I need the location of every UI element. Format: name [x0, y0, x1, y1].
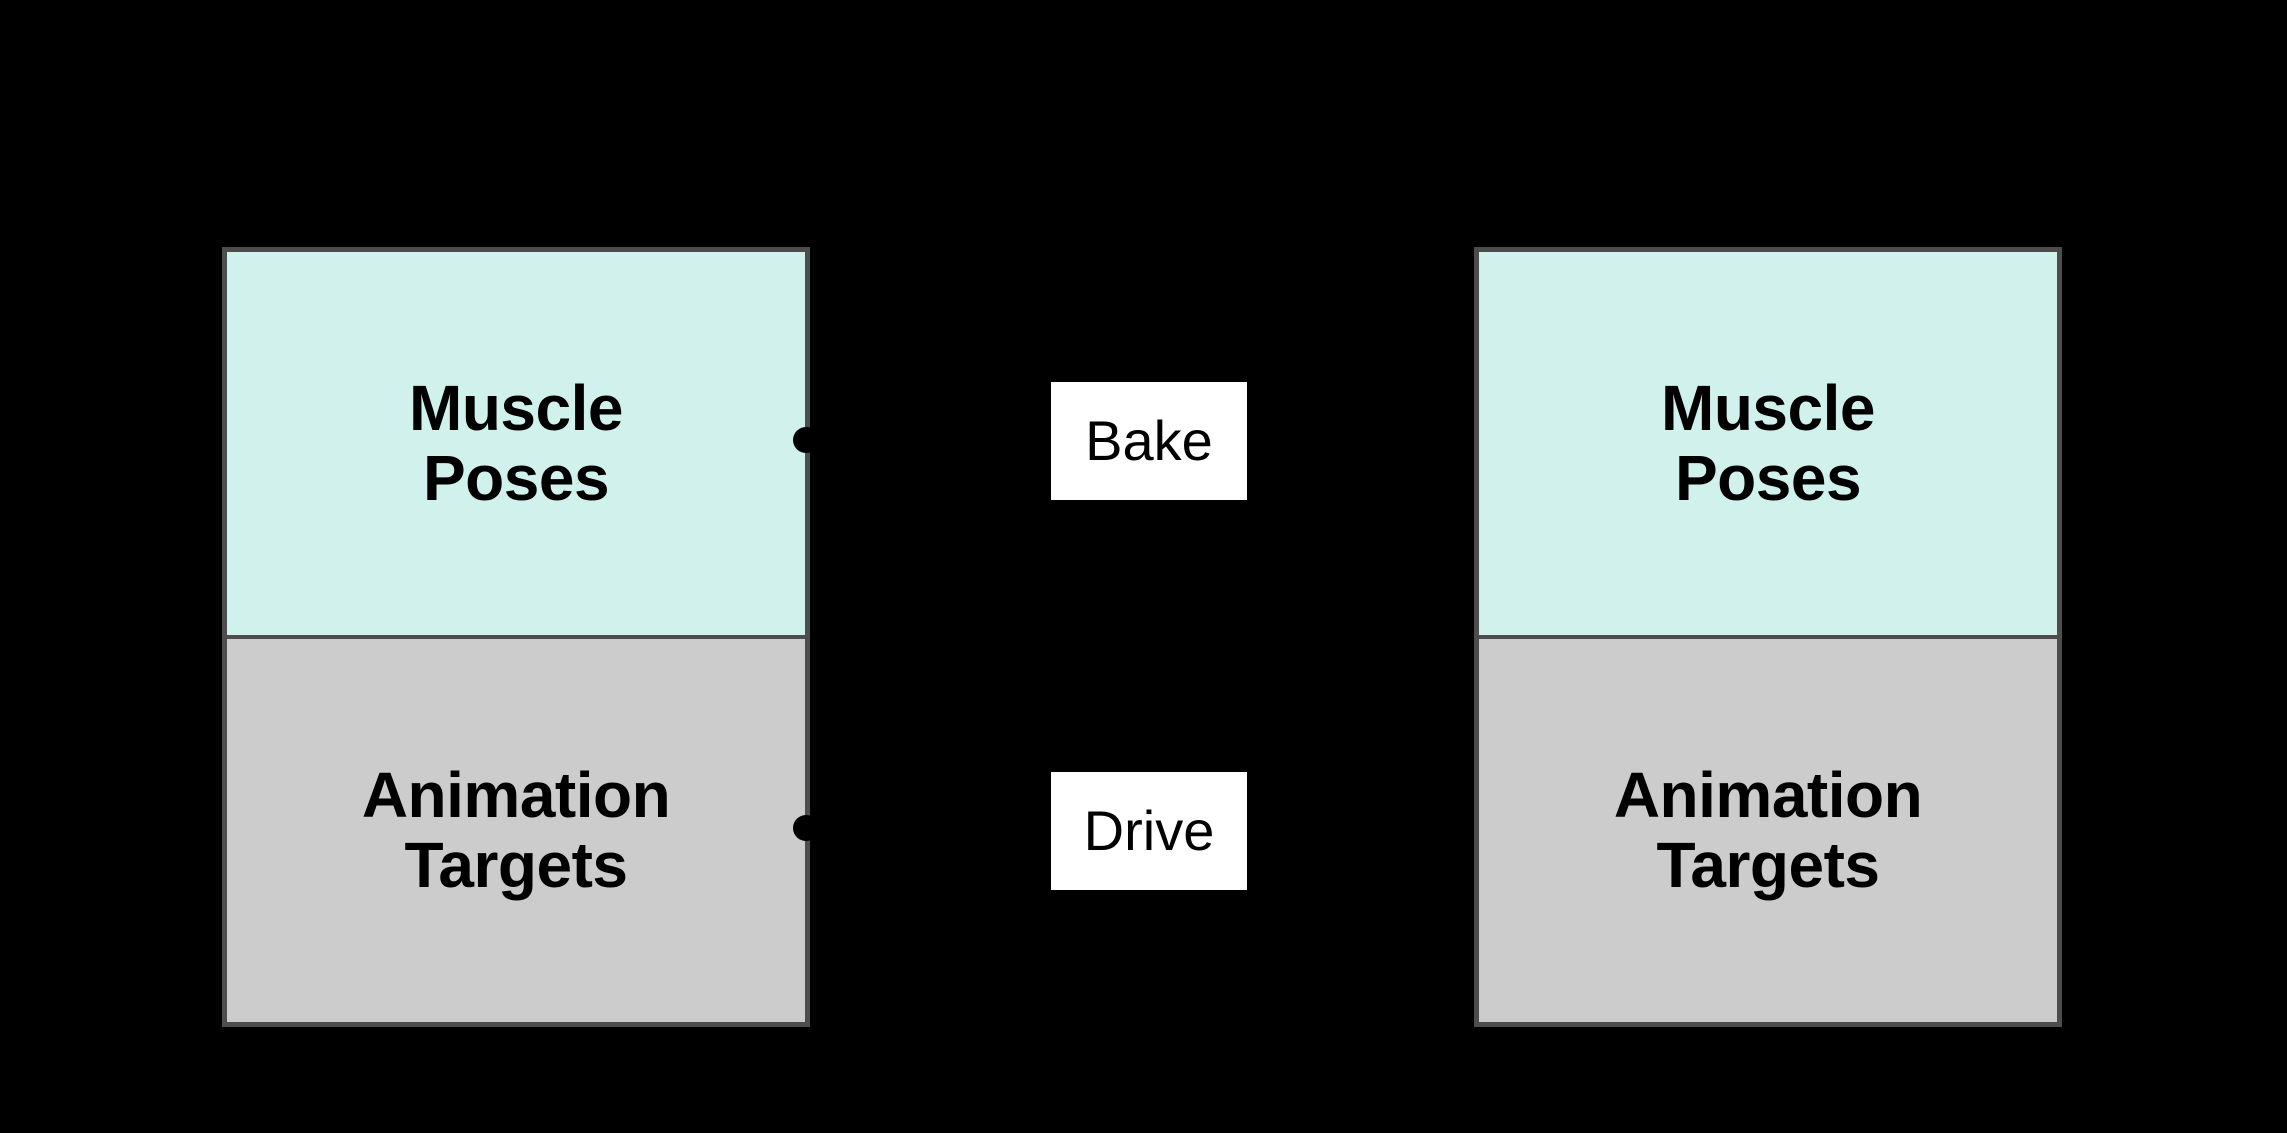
- node-target-stack[interactable]: Muscle Poses Animation Targets: [1474, 247, 2062, 1027]
- node-target-animation-targets[interactable]: Animation Targets: [1479, 639, 2057, 1022]
- node-target-muscle-poses[interactable]: Muscle Poses: [1479, 252, 2057, 639]
- node-source-muscle-poses-label: Muscle Poses: [409, 372, 623, 514]
- node-source-stack[interactable]: Muscle Poses Animation Targets: [222, 247, 810, 1027]
- node-source-animation-targets-label: Animation Targets: [361, 759, 671, 901]
- edge-label-drive[interactable]: Drive: [1051, 772, 1247, 890]
- node-target-muscle-poses-label: Muscle Poses: [1661, 372, 1875, 514]
- node-target-animation-targets-label: Animation Targets: [1613, 759, 1923, 901]
- edge-source-dot-bake: [793, 427, 819, 453]
- node-source-muscle-poses[interactable]: Muscle Poses: [227, 252, 805, 639]
- edge-label-bake[interactable]: Bake: [1051, 382, 1247, 500]
- edge-source-dot-drive: [793, 815, 819, 841]
- node-source-animation-targets[interactable]: Animation Targets: [227, 639, 805, 1022]
